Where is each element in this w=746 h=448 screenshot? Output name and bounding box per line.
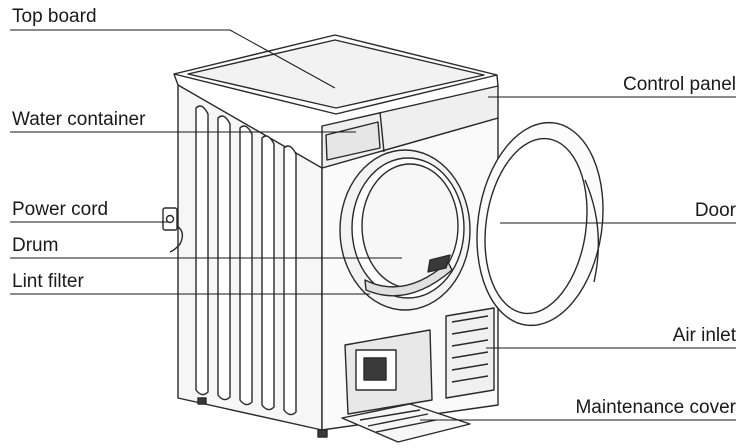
- label-drum: Drum: [12, 235, 59, 256]
- label-air-inlet: Air inlet: [672, 325, 736, 346]
- leader-lines: [10, 29, 736, 421]
- air-inlet-vents: [445, 307, 495, 399]
- label-power-cord: Power cord: [12, 199, 109, 220]
- label-water-container: Water container: [12, 109, 146, 130]
- maintenance-cover-shape: [341, 403, 471, 443]
- label-door: Door: [694, 200, 736, 221]
- side-ribs: [195, 105, 297, 416]
- label-top-board: Top board: [12, 6, 97, 27]
- leader-top-board: [10, 29, 336, 89]
- label-lint-filter: Lint filter: [12, 271, 84, 292]
- label-maintenance-cover: Maintenance cover: [575, 397, 736, 418]
- lint-filter-shape: [364, 261, 453, 297]
- label-control-panel: Control panel: [622, 74, 736, 95]
